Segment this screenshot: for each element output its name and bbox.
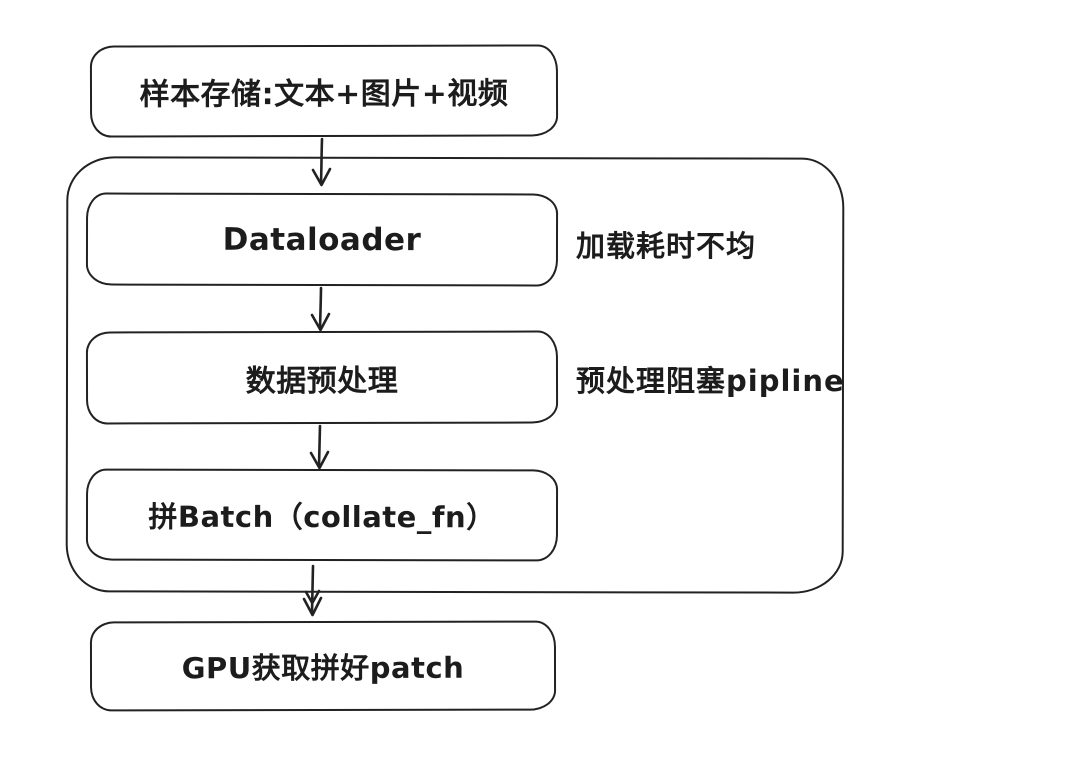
node-dataloader-label: Dataloader	[222, 221, 422, 258]
node-sample-storage-label: 样本存储:文本+图片+视频	[139, 76, 509, 113]
node-collate-batch: 拼Batch（collate_fn）	[85, 468, 559, 562]
node-sample-storage: 样本存储:文本+图片+视频	[89, 44, 559, 138]
annotation-preprocess: 预处理阻塞pipline	[576, 364, 845, 398]
annotation-dataloader: 加载耗时不均	[576, 229, 757, 263]
node-dataloader: Dataloader	[85, 192, 559, 287]
node-preprocess: 数据预处理	[85, 330, 559, 425]
node-collate-batch-label: 拼Batch（collate_fn）	[148, 499, 496, 535]
node-gpu-fetch: GPU获取拼好patch	[89, 620, 557, 712]
node-gpu-fetch-label: GPU获取拼好patch	[181, 650, 465, 686]
node-preprocess-label: 数据预处理	[245, 363, 399, 399]
